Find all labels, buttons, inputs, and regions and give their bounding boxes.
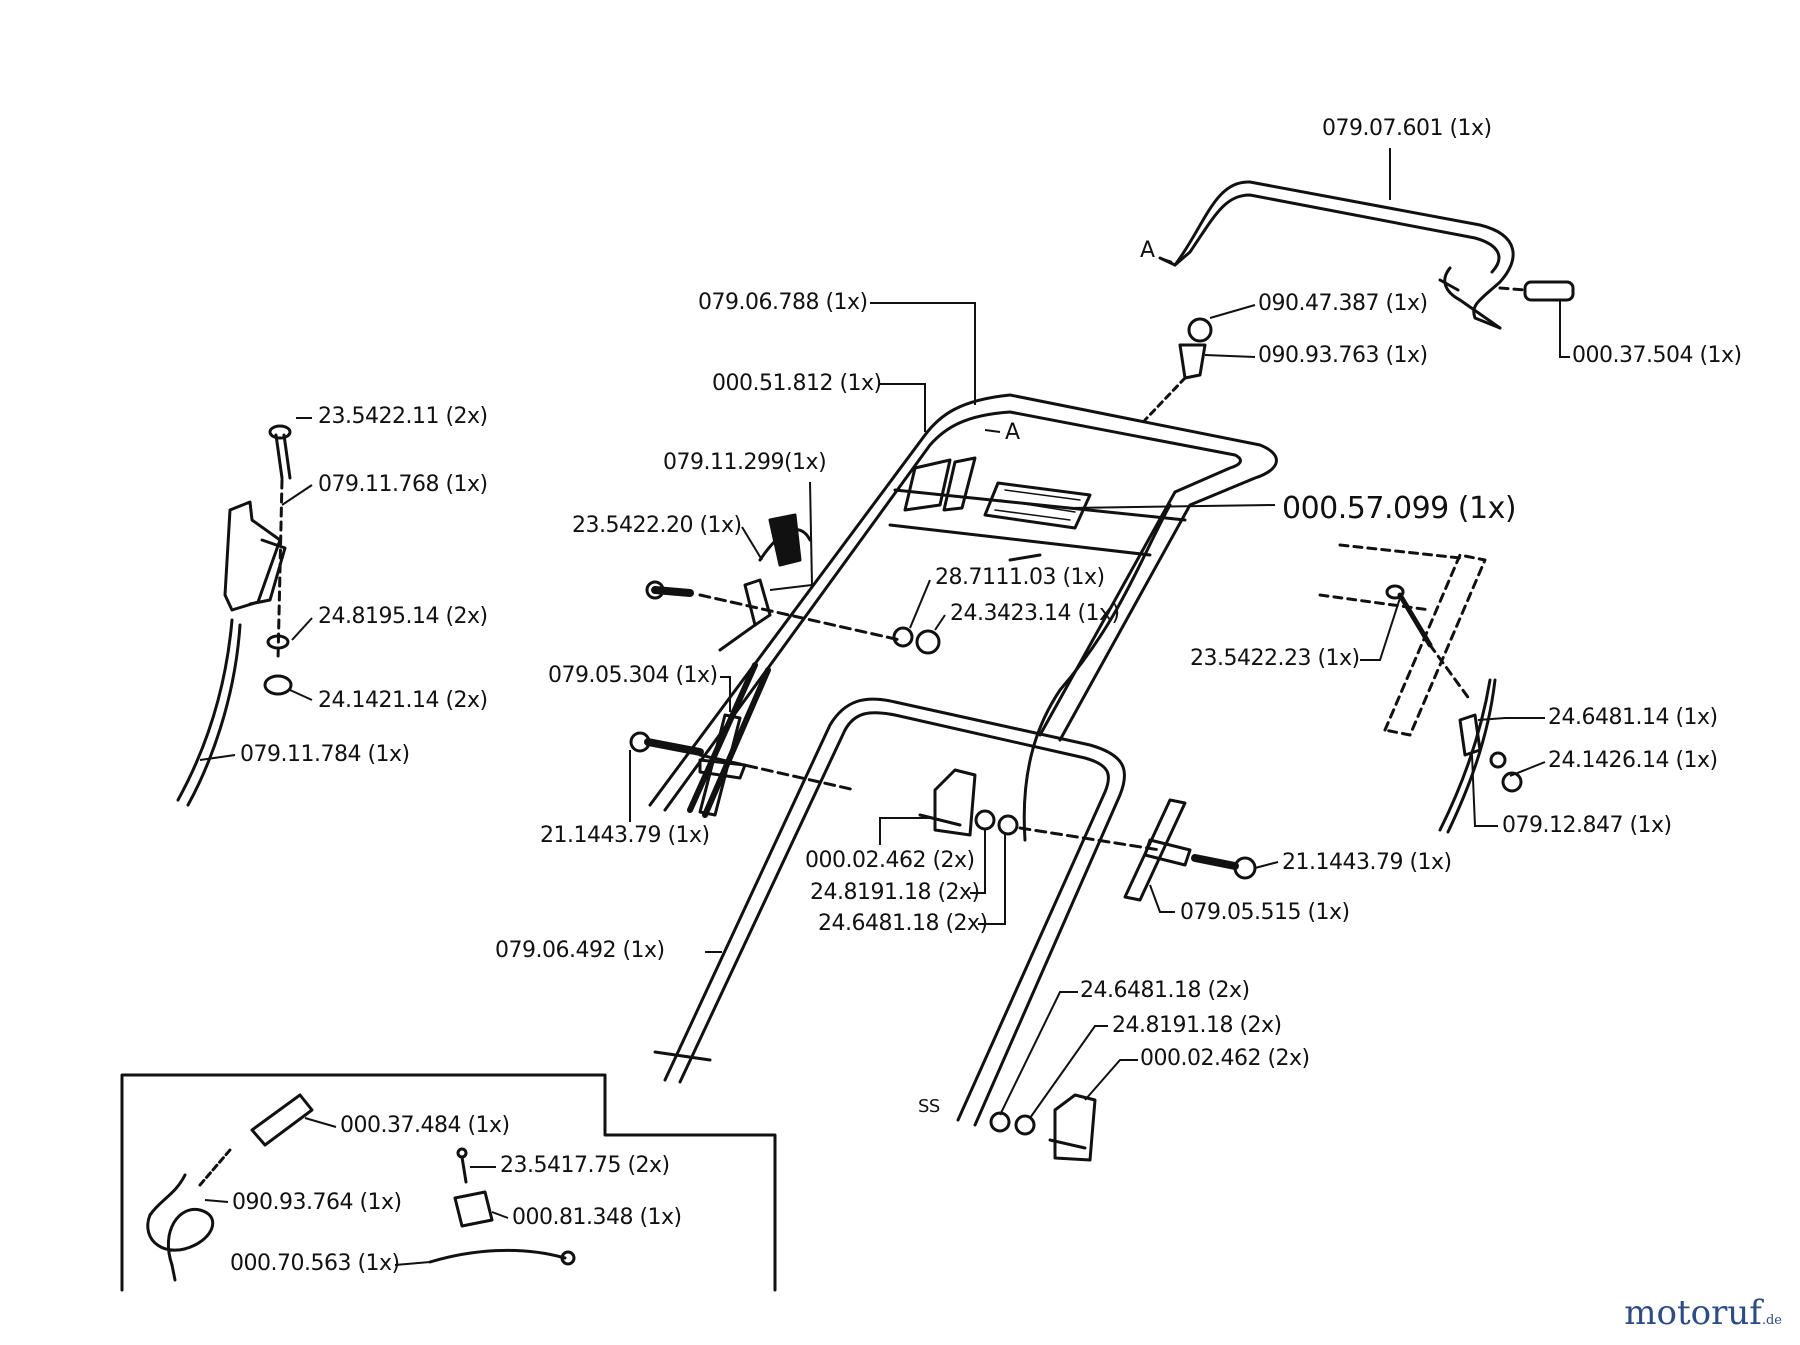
part-label-28-7111-03: 28.7111.03 (1x) (935, 565, 1105, 590)
part-label-079-12-847: 079.12.847 (1x) (1502, 813, 1672, 838)
part-label-079-05-515: 079.05.515 (1x) (1180, 900, 1350, 925)
left-clamp-assembly (176, 424, 293, 807)
center-knob-icon (918, 768, 1162, 852)
part-label-24-6481-14: 24.6481.14 (1x) (1548, 705, 1718, 730)
knob-icon (1143, 317, 1213, 422)
part-label-079-11-299: 079.11.299(1x) (663, 450, 827, 475)
watermark-suffix: .de (1761, 1313, 1782, 1328)
part-label-000-70-563: 000.70.563 (1x) (230, 1251, 400, 1276)
part-label-000-81-348: 000.81.348 (1x) (512, 1205, 682, 1230)
part-label-000-02-462-lower: 000.02.462 (2x) (1140, 1046, 1310, 1071)
part-label-24-6481-18-center: 24.6481.18 (2x) (818, 911, 988, 936)
ref-label-a-frame: A (1005, 420, 1020, 445)
motoruf-watermark-logo: motoruf.de (1624, 1293, 1782, 1333)
part-label-000-02-462-center: 000.02.462 (2x) (805, 848, 975, 873)
left-hinge-bolt-icon (629, 713, 857, 817)
right-clip-assembly (1318, 543, 1523, 834)
part-label-24-1426-14: 24.1426.14 (1x) (1548, 748, 1718, 773)
part-label-21-1443-79-left: 21.1443.79 (1x) (540, 823, 710, 848)
part-label-000-37-484: 000.37.484 (1x) (340, 1113, 510, 1138)
part-label-24-8191-18-center: 24.8191.18 (2x) (810, 880, 980, 905)
lower-handle-frame (653, 697, 1126, 1127)
part-label-079-06-788: 079.06.788 (1x) (698, 290, 868, 315)
part-label-090-93-763: 090.93.763 (1x) (1258, 343, 1428, 368)
part-label-090-47-387: 090.47.387 (1x) (1258, 291, 1428, 316)
part-label-23-5417-75: 23.5417.75 (2x) (500, 1153, 670, 1178)
part-label-24-3423-14: 24.3423.14 (1x) (950, 601, 1120, 626)
part-label-079-07-601: 079.07.601 (1x) (1322, 116, 1492, 141)
part-label-000-37-504: 000.37.504 (1x) (1572, 343, 1742, 368)
part-label-000-51-812: 000.51.812 (1x) (712, 371, 882, 396)
part-label-24-6481-18-lower: 24.6481.18 (2x) (1080, 978, 1250, 1003)
accessory-inset-box (120, 1073, 777, 1292)
watermark-name: motoruf (1624, 1293, 1762, 1333)
control-panel-decal (903, 456, 1092, 530)
part-label-21-1443-79-right: 21.1443.79 (1x) (1282, 850, 1452, 875)
part-label-090-93-764: 090.93.764 (1x) (232, 1190, 402, 1215)
part-label-24-8191-18-lower: 24.8191.18 (2x) (1112, 1013, 1282, 1038)
part-label-000-57-099: 000.57.099 (1x) (1282, 491, 1517, 526)
ref-label-ss: SS (918, 1096, 940, 1117)
lower-frame-left-tube-icon (687, 662, 771, 818)
part-label-079-11-768: 079.11.768 (1x) (318, 472, 488, 497)
part-label-23-5422-20: 23.5422.20 (1x) (572, 513, 742, 538)
upper-handle-frame (648, 393, 1278, 812)
part-label-079-05-304: 079.05.304 (1x) (548, 663, 718, 688)
bowden-cable-icon (1008, 503, 1172, 842)
part-label-24-1421-14: 24.1421.14 (2x) (318, 688, 488, 713)
upper-handle-bar (1158, 180, 1515, 330)
ref-label-a-top: A (1140, 238, 1155, 263)
part-label-24-8195-14: 24.8195.14 (2x) (318, 604, 488, 629)
handle-cap-icon (1498, 280, 1575, 302)
lower-knob-icon (989, 1093, 1097, 1162)
part-label-23-5422-23: 23.5422.23 (1x) (1190, 646, 1360, 671)
right-hinge-bolt-icon (1123, 798, 1257, 902)
part-label-079-06-492: 079.06.492 (1x) (495, 938, 665, 963)
part-label-079-11-784: 079.11.784 (1x) (240, 742, 410, 767)
part-label-23-5422-11: 23.5422.11 (2x) (318, 404, 488, 429)
